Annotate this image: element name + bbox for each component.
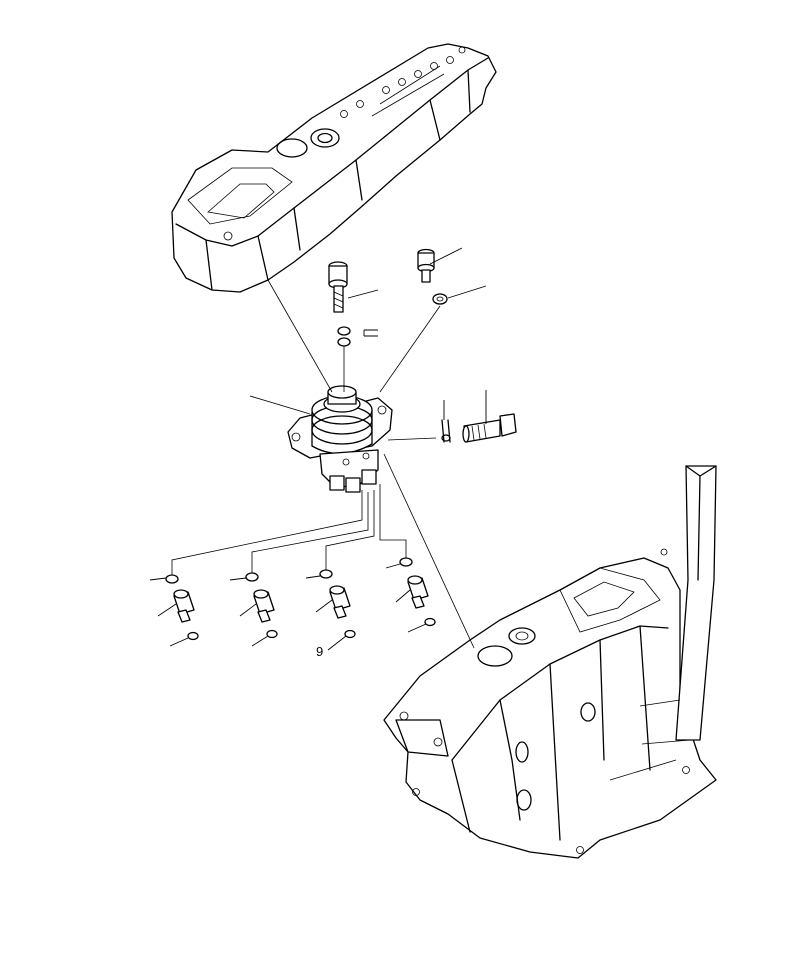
flat-washer	[432, 293, 448, 305]
o-ring	[165, 574, 179, 584]
double-washer	[337, 326, 351, 347]
short-bolt	[417, 248, 435, 283]
callout-label-9: 9	[316, 644, 323, 659]
fitting	[407, 575, 429, 609]
o-ring	[399, 557, 413, 567]
leader-lines	[149, 247, 487, 651]
top-hardware	[328, 248, 517, 443]
fitting	[173, 589, 195, 623]
upper-console	[171, 43, 497, 293]
long-bolt	[328, 261, 348, 313]
o-ring	[344, 629, 356, 639]
fitting	[329, 585, 351, 619]
o-ring	[245, 572, 259, 582]
o-ring	[187, 631, 199, 641]
side-bolt	[462, 413, 517, 443]
fittings	[165, 557, 436, 641]
assembly-lines	[171, 279, 475, 649]
lower-console	[383, 465, 717, 859]
o-ring	[424, 617, 436, 627]
pilot-valve	[287, 385, 393, 493]
o-ring	[266, 629, 278, 639]
fitting	[253, 589, 275, 623]
cotter-pin	[441, 419, 451, 443]
o-ring	[319, 569, 333, 579]
